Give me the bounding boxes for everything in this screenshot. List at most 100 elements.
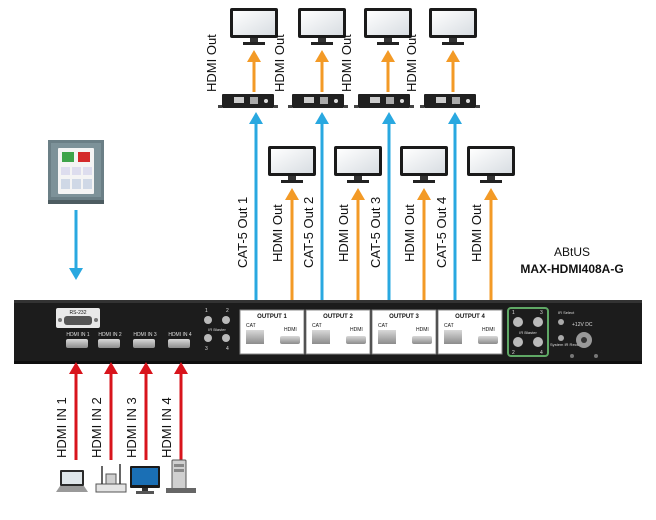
hdmi-input-port-2: HDMI IN 2 <box>98 332 122 348</box>
ir-num: 3 <box>540 310 543 316</box>
input-label-3: HDMI IN 3 <box>124 397 139 458</box>
cat5-label-4: CAT-5 Out 4 <box>434 197 449 268</box>
brand-label: ABtUS <box>554 245 590 259</box>
remote-hdmi-label-1: HDMI Out <box>204 34 219 92</box>
local-monitor-4 <box>467 146 515 183</box>
output-cat-label-2: CAT <box>312 323 322 329</box>
monitor-icon <box>467 146 515 183</box>
output-port-4: OUTPUT 4 CAT HDMI <box>437 309 503 355</box>
input-arrows <box>69 362 188 460</box>
model-label: MAX-HDMI408A-G <box>520 262 623 276</box>
receiver-icon <box>288 94 348 108</box>
ir-num: 3 <box>205 346 208 352</box>
ir-blaster-right: 1 3 2 4 IR Blaster <box>507 307 549 357</box>
output-cat-label-3: CAT <box>378 323 388 329</box>
monitor-icon <box>364 8 412 45</box>
cat5-label-3: CAT-5 Out 3 <box>368 197 383 268</box>
ir-num: 1 <box>205 308 208 314</box>
cat5-label-1: CAT-5 Out 1 <box>235 197 250 268</box>
receiver-4 <box>420 94 480 108</box>
receiver-icon <box>354 94 414 108</box>
input-label-2: HDMI IN 2 <box>89 397 104 458</box>
ir-num: 4 <box>226 346 229 352</box>
remote-hdmi-label-2: HDMI Out <box>272 34 287 92</box>
monitor-icon <box>334 146 382 183</box>
remote-monitor-3 <box>364 8 412 45</box>
hdmi-input-port-3: HDMI IN 3 <box>133 332 157 348</box>
input-label-1: HDMI IN 1 <box>54 397 69 458</box>
output-cat-label-4: CAT <box>444 323 454 329</box>
remote-hdmi-arrows <box>247 50 460 92</box>
rs232-arrow <box>69 210 83 280</box>
hdmi-input-port-4: HDMI IN 4 <box>168 332 192 348</box>
output-port-1: OUTPUT 1 CAT HDMI <box>239 309 305 355</box>
desktop-monitor-icon <box>130 466 160 494</box>
remote-hdmi-label-3: HDMI Out <box>339 34 354 92</box>
receiver-2 <box>288 94 348 108</box>
ir-blaster-left: 1 2 3 4 IR Blaster <box>204 308 230 352</box>
local-hdmi-label-3: HDMI Out <box>402 204 417 262</box>
media-player-icon <box>95 464 127 493</box>
output-port-2: OUTPUT 2 CAT HDMI <box>305 309 371 355</box>
local-monitor-3 <box>400 146 448 183</box>
receiver-1 <box>218 94 278 108</box>
source-desktop-monitor <box>130 466 160 494</box>
tower-pc-icon <box>166 459 196 493</box>
hdmi-input-port-1: HDMI IN 1 <box>66 332 90 348</box>
remote-monitor-4 <box>429 8 477 45</box>
monitor-icon <box>400 146 448 183</box>
laptop-icon <box>56 470 88 492</box>
ir-blaster-right-label: IR Blaster <box>519 330 537 335</box>
cat5-label-2: CAT-5 Out 2 <box>301 197 316 268</box>
hdmi-input-port-label-2: HDMI IN 2 <box>98 332 122 338</box>
input-label-4: HDMI IN 4 <box>159 397 174 458</box>
source-tower-pc <box>166 459 196 493</box>
matrix-chassis: RS-232 HDMI IN 1 HDMI IN 2 HDMI IN 3 HDM… <box>14 300 642 364</box>
hdmi-input-port-label-1: HDMI IN 1 <box>66 332 90 338</box>
power-label: +12V DC <box>572 322 593 328</box>
hdmi-input-port-label-3: HDMI IN 3 <box>133 332 157 338</box>
remote-monitor-1 <box>230 8 278 45</box>
output-hdmi-label-2: HDMI <box>350 327 363 333</box>
output-port-3: OUTPUT 3 CAT HDMI <box>371 309 437 355</box>
local-hdmi-label-4: HDMI Out <box>469 204 484 262</box>
receiver-icon <box>218 94 278 108</box>
source-laptop <box>56 470 88 492</box>
monitor-icon <box>298 8 346 45</box>
cat5-arrows <box>249 112 462 308</box>
ir-blaster-left-label: IR Blaster <box>208 327 226 332</box>
monitor-icon <box>429 8 477 45</box>
output-hdmi-label-4: HDMI <box>482 327 495 333</box>
rs232-port: RS-232 <box>56 308 100 328</box>
remote-monitor-2 <box>298 8 346 45</box>
output-port-title-4: OUTPUT 4 <box>455 314 485 320</box>
ir-num: 4 <box>540 350 543 356</box>
ir-select-switch[interactable] <box>558 319 564 325</box>
local-hdmi-label-2: HDMI Out <box>336 204 351 262</box>
keypad <box>48 140 104 204</box>
receiver-3 <box>354 94 414 108</box>
output-hdmi-label-3: HDMI <box>416 327 429 333</box>
power-jack <box>576 332 592 348</box>
output-port-title-2: OUTPUT 2 <box>323 314 353 320</box>
output-hdmi-label-1: HDMI <box>284 327 297 333</box>
local-hdmi-label-1: HDMI Out <box>270 204 285 262</box>
keypad-icon <box>48 140 104 200</box>
remote-hdmi-label-4: HDMI Out <box>404 34 419 92</box>
source-media-player <box>95 464 127 493</box>
ir-num: 2 <box>226 308 229 314</box>
hdmi-input-port-label-4: HDMI IN 4 <box>168 332 192 338</box>
local-monitor-2 <box>334 146 382 183</box>
monitor-icon <box>230 8 278 45</box>
output-cat-label-1: CAT <box>246 323 256 329</box>
local-hdmi-arrows <box>285 188 498 308</box>
rs232-label: RS-232 <box>70 310 87 316</box>
local-monitor-1 <box>268 146 316 183</box>
ir-num: 2 <box>512 350 515 356</box>
output-port-title-3: OUTPUT 3 <box>389 314 419 320</box>
system-ir-label: System IR Receiver <box>550 342 586 347</box>
output-port-title-1: OUTPUT 1 <box>257 314 287 320</box>
receiver-icon <box>420 94 480 108</box>
monitor-icon <box>268 146 316 183</box>
